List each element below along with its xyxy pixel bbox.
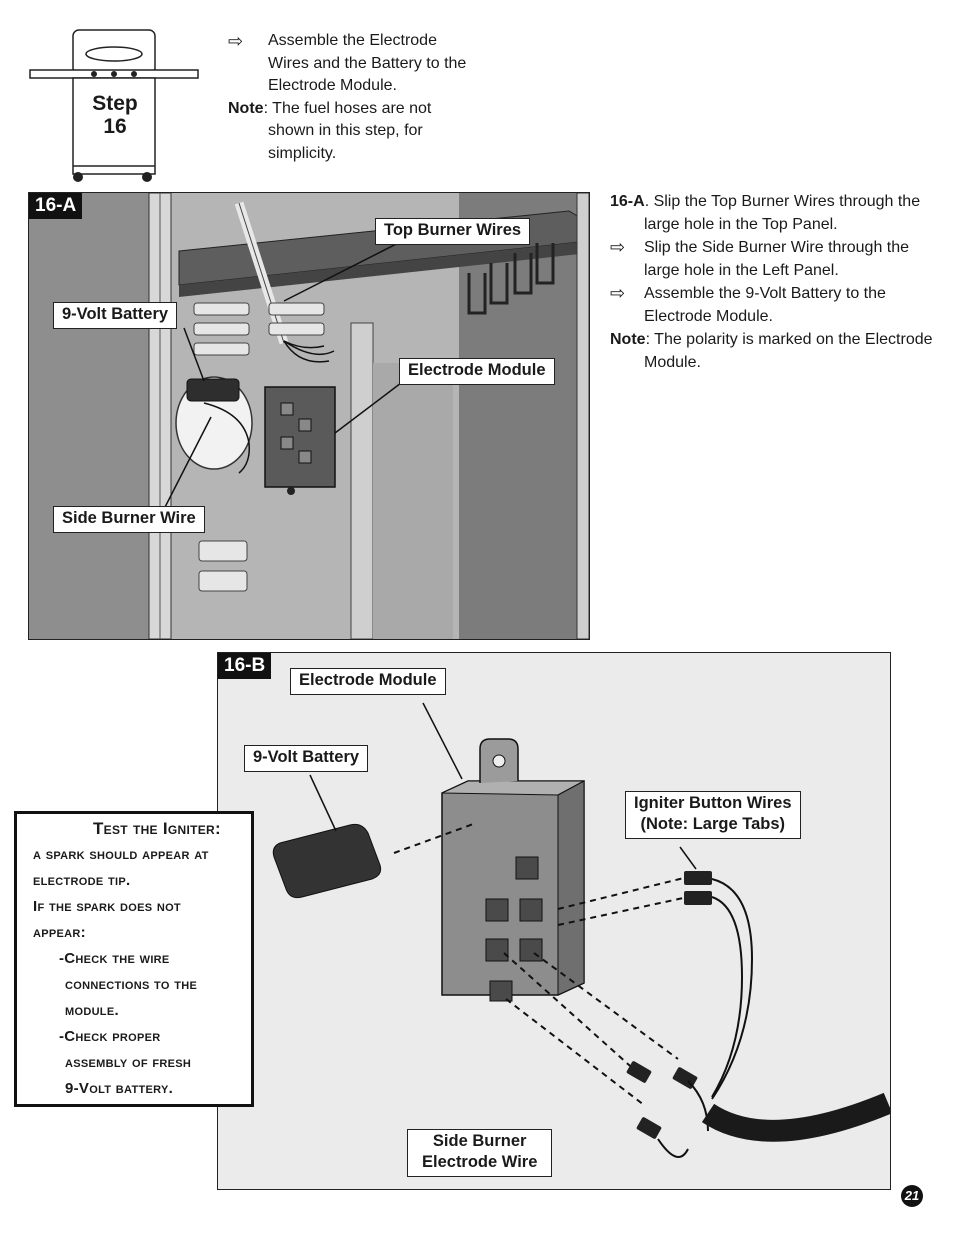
test-line-3: electrode tip. xyxy=(33,872,131,889)
intro-line-1: Assemble the Electrode xyxy=(268,32,437,49)
intro-line-2: Wires and the Battery to the xyxy=(268,54,467,72)
step-16a-text-2b: large hole in the Left Panel. xyxy=(644,262,839,279)
intro-line-3: Electrode Module. xyxy=(268,77,397,94)
step-16a-text-1: . Slip the Top Burner Wires through the xyxy=(644,193,921,210)
callout-side-burner-electrode-wire: Side Burner Electrode Wire xyxy=(407,1129,553,1177)
arrow-right-icon: ⇨ xyxy=(610,283,626,303)
note-text-1: : The fuel hoses are not xyxy=(263,99,432,117)
grill-thumbnail: Step 16 xyxy=(28,26,200,186)
step-16a-text-2: Slip the Side Burner Wire through the xyxy=(644,239,910,256)
page-number: 21 xyxy=(901,1185,923,1207)
step-16a-text-3: Assemble the 9-Volt Battery to the xyxy=(644,285,886,302)
note-text-2: shown in this step, for xyxy=(268,122,423,139)
figure-tag-16a: 16-A xyxy=(29,193,83,219)
figure-tag-16b: 16-B xyxy=(218,653,272,679)
note-label: Note xyxy=(610,331,646,348)
side-burner-line-2: Electrode Wire xyxy=(422,1153,538,1171)
step-16a-note-text: : The polarity is marked on the Electrod… xyxy=(645,331,933,348)
callout-igniter-button-wires: Igniter Button Wires (Note: Large Tabs) xyxy=(625,791,801,839)
callout-top-burner-wires: Top Burner Wires xyxy=(375,218,531,245)
callout-9-volt-battery-b: 9-Volt Battery xyxy=(244,745,369,772)
igniter-line-2: (Note: Large Tabs) xyxy=(640,815,786,833)
callout-9-volt-battery: 9-Volt Battery xyxy=(53,302,178,329)
intro-note: Note: The fuel hoses are not xyxy=(228,98,488,121)
intro-instructions: ⇨ Assemble the Electrode Wires and the B… xyxy=(228,30,488,165)
callout-electrode-module-b: Electrode Module xyxy=(290,668,446,695)
note-label: Note xyxy=(228,99,264,117)
arrow-right-icon: ⇨ xyxy=(228,31,244,51)
step-badge: Step 16 xyxy=(76,92,154,138)
test-igniter-box: Test the Igniter: a spark should appear … xyxy=(14,811,254,1107)
igniter-line-1: Igniter Button Wires xyxy=(634,794,792,812)
side-burner-line-1: Side Burner xyxy=(432,1132,527,1150)
callout-side-burner-wire: Side Burner Wire xyxy=(53,506,205,533)
wiring-illustration xyxy=(272,702,890,1158)
test-line-8: module. xyxy=(65,1002,119,1019)
step-16a-text-3b: Electrode Module. xyxy=(644,308,773,325)
arrow-right-icon: ⇨ xyxy=(610,237,626,257)
step-16a-note-text-2: Module. xyxy=(644,354,701,371)
step-16a-instructions: 16-A. Slip the Top Burner Wires through … xyxy=(610,190,940,374)
test-line-4: If the spark does not xyxy=(33,898,181,915)
test-line-6: -Check the wire xyxy=(59,950,170,967)
test-line-9: -Check proper xyxy=(59,1028,161,1045)
step-16a-item-2: ⇨ Slip the Side Burner Wire through the … xyxy=(610,236,940,282)
cabinet-illustration xyxy=(29,193,589,639)
test-title: Test the Igniter: xyxy=(93,819,221,838)
test-line-11: 9-Volt battery. xyxy=(65,1080,174,1097)
figure-16b: 16-B Electrode Module 9-Volt Battery Ign… xyxy=(217,652,891,1190)
figure-16a: 16-A Top Burner Wires 9-Volt Battery Ele… xyxy=(28,192,590,640)
note-text-3: simplicity. xyxy=(268,144,337,162)
step-16a-ref: 16-A xyxy=(610,193,645,210)
test-line-5: appear: xyxy=(33,924,86,941)
step-16a-note: Note: The polarity is marked on the Elec… xyxy=(610,328,940,351)
test-line-2: a spark should appear at xyxy=(33,846,209,863)
step-16a-item-1: 16-A. Slip the Top Burner Wires through … xyxy=(610,190,940,213)
step-16a-text-1b: large hole in the Top Panel. xyxy=(644,216,838,233)
step-16a-item-3: ⇨ Assemble the 9-Volt Battery to the Ele… xyxy=(610,282,940,328)
callout-electrode-module: Electrode Module xyxy=(399,358,555,385)
test-line-7: connections to the xyxy=(65,976,198,993)
step-number: 16 xyxy=(103,115,127,138)
test-line-10: assembly of fresh xyxy=(65,1054,192,1071)
step-label: Step xyxy=(92,92,138,115)
